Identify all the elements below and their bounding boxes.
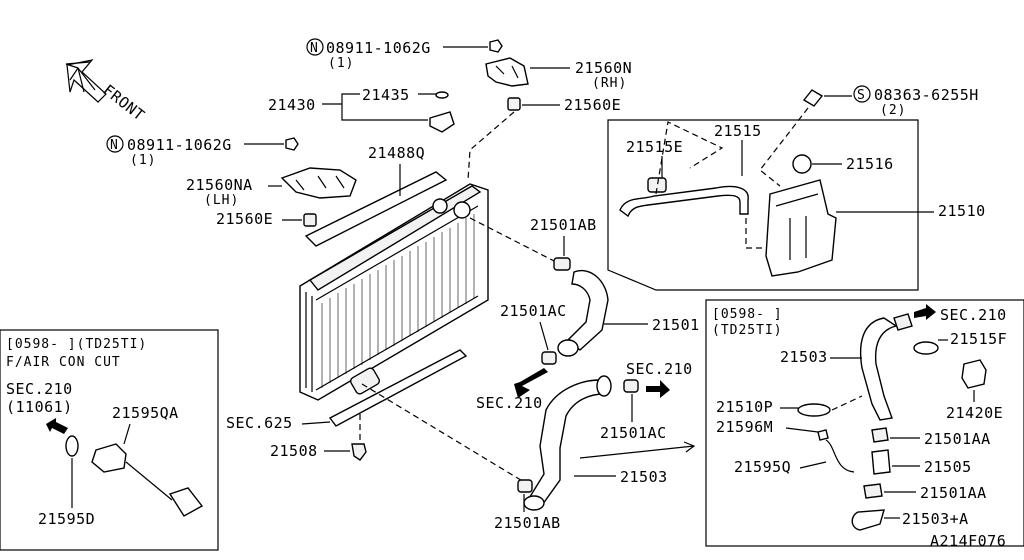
part-number-label: 21515E	[626, 138, 683, 156]
drawing-code: A214F076	[930, 532, 1006, 550]
s-bolt-callout: S 08363-6255H (2)	[759, 85, 979, 187]
fan-switch-icon	[91, 443, 127, 473]
inset-header: [0598- ](TD25TI)	[6, 337, 147, 352]
part-number-label: 21501AA	[920, 484, 987, 502]
arrow-icon	[514, 368, 548, 398]
part-number-label: 21596M	[716, 418, 773, 436]
part-number-label: 21501AB	[494, 514, 561, 532]
quantity-label: (1)	[130, 153, 156, 168]
part-number-label: 21501AA	[924, 430, 991, 448]
upper-hose-21501: 21501AB 21501 21501AC	[469, 216, 700, 365]
part-number-label: 21516	[846, 155, 894, 173]
part-number-label: 21501AB	[530, 216, 597, 234]
callout-21430-21435: 21430 21435	[268, 86, 455, 133]
svg-text:N: N	[110, 138, 119, 153]
part-number-label: 21510P	[716, 398, 773, 416]
bracket-21560N: 21560N (RH)	[485, 57, 632, 91]
front-arrow: FRONT	[65, 59, 149, 125]
inset-header: (TD25TI)	[712, 323, 783, 338]
part-number-label: 21420E	[946, 404, 1003, 422]
arrow-icon	[46, 418, 68, 434]
arrow-icon	[646, 380, 670, 398]
svg-text:N: N	[310, 41, 319, 56]
radiator-core	[299, 183, 489, 401]
part-number-label: 21595Q	[734, 458, 791, 476]
part-number-label: 21508	[270, 442, 318, 460]
part-number-label: 08911-1062G	[127, 136, 232, 154]
grommet-21560E-top: 21560E	[467, 96, 621, 181]
part-number-label: 21501	[652, 316, 700, 334]
section-ref-label: SEC.625	[226, 414, 293, 432]
inset-header: [0598- ]	[712, 307, 783, 322]
inset-subheader: F/AIR CON CUT	[6, 355, 121, 370]
inset-left-fan-cut-switch: [0598- ](TD25TI) F/AIR CON CUT SEC.210 (…	[0, 329, 219, 551]
sec210-arrow-mid: SEC.210	[476, 368, 548, 412]
part-number-label: 21430	[268, 96, 316, 114]
reservoir-tank	[765, 179, 837, 277]
section-ref-number: (11061)	[6, 398, 73, 416]
section-ref-label: SEC.210	[476, 394, 543, 412]
part-number-label: 21560N	[575, 59, 632, 77]
side-label: (LH)	[204, 193, 239, 208]
cap-seal-icon	[429, 111, 455, 133]
bolt-icon	[802, 89, 824, 107]
n-nut-left-callout: N 08911-1062G (1)	[106, 135, 299, 168]
front-label: FRONT	[100, 81, 149, 125]
sec210-arrow-right: SEC.210	[626, 360, 693, 398]
nut-icon	[285, 137, 299, 151]
reservoir-panel: 21515 21515E 21516 21510	[607, 119, 986, 291]
part-number-label: 21515F	[950, 330, 1007, 348]
bracket-21560NA: 21560NA (LH)	[186, 167, 357, 208]
n-nut-top-callout: N 08911-1062G (1)	[306, 38, 503, 71]
section-ref-label: SEC.210	[626, 360, 693, 378]
reservoir-hose	[619, 185, 749, 218]
part-number-label: 21560E	[564, 96, 621, 114]
arrow-icon	[914, 304, 936, 320]
part-number-label: 21505	[924, 458, 972, 476]
n-symbol-icon	[306, 38, 324, 56]
grommet-21560E-left: 21560E	[216, 210, 317, 228]
drain-plug-21508: 21508	[270, 410, 367, 461]
part-number-label: 21488Q	[368, 144, 425, 162]
seal-strip-sec625: SEC.625	[226, 349, 468, 432]
section-ref-label: SEC.210	[940, 306, 1007, 324]
part-number-label: 21595QA	[112, 404, 179, 422]
nut-icon	[489, 39, 503, 53]
part-number-label: 21560E	[216, 210, 273, 228]
part-number-label: 21501AC	[500, 302, 567, 320]
part-number-label: 21503	[780, 348, 828, 366]
quantity-label: (1)	[328, 56, 354, 71]
part-number-label: 21595D	[38, 510, 95, 528]
part-number-label: 21515	[714, 122, 762, 140]
part-number-label: 21501AC	[600, 424, 667, 442]
svg-text:S: S	[857, 88, 866, 103]
arrow-icon	[579, 441, 696, 459]
part-number-label: 21435	[362, 86, 410, 104]
lower-hose-21503: 21501AC 21503 21501AB	[361, 375, 696, 532]
n-symbol-icon	[106, 135, 124, 153]
s-symbol-icon	[853, 85, 871, 103]
part-number-label: 08911-1062G	[326, 39, 431, 57]
section-ref-label: SEC.210	[6, 380, 73, 398]
part-number-label: 21560NA	[186, 176, 253, 194]
side-label: (RH)	[592, 76, 627, 91]
inset-right-td25ti: [0598- ] (TD25TI) SEC.210 21503 21515F 2…	[705, 299, 1024, 547]
part-number-label: 21503	[620, 468, 668, 486]
quantity-label: (2)	[880, 103, 906, 118]
seal-strip-21488Q: 21488Q	[304, 144, 448, 247]
part-number-label: 08363-6255H	[874, 86, 979, 104]
part-number-label: 21503+A	[902, 510, 969, 528]
part-number-label: 21510	[938, 202, 986, 220]
